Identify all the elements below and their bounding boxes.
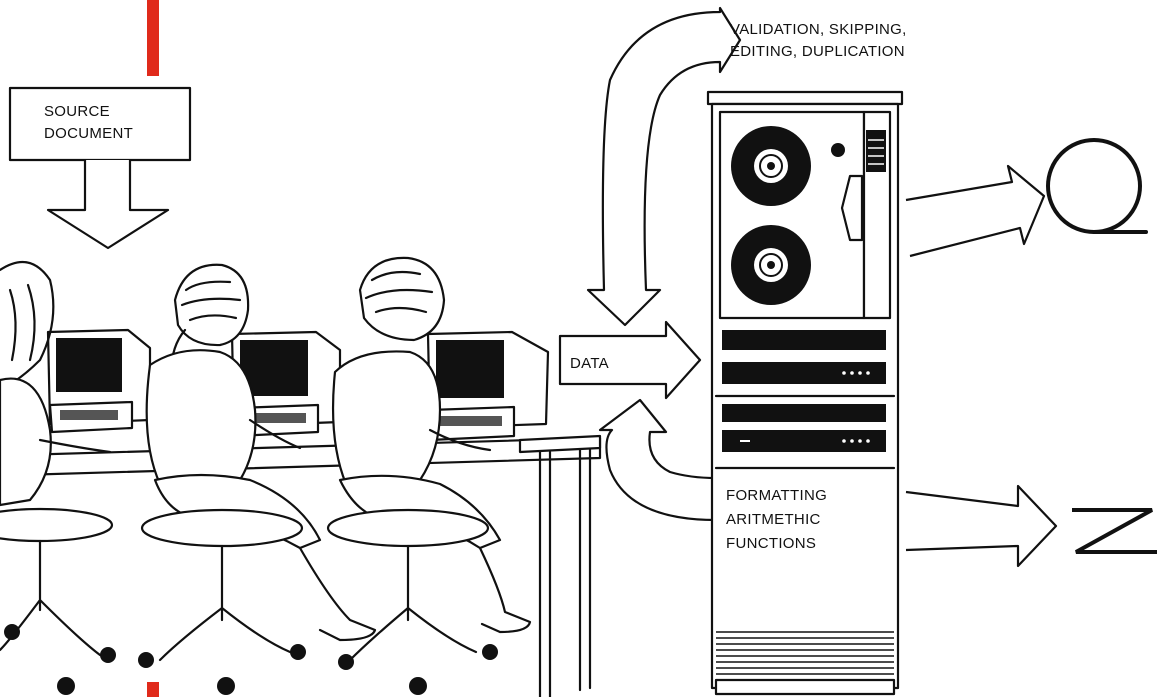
tape-reel-output-icon	[1048, 140, 1146, 232]
data-label: DATA	[570, 355, 609, 372]
source-document-label-2: DOCUMENT	[44, 125, 133, 142]
output-arrow-tape	[906, 166, 1044, 256]
validation-label-1: VALIDATION, SKIPPING,	[730, 21, 907, 38]
formatting-label-3: FUNCTIONS	[726, 535, 816, 552]
operator-3	[328, 258, 530, 695]
operator-1	[0, 262, 116, 695]
operators-workstations	[0, 258, 600, 697]
red-accent-line-bottom	[147, 682, 159, 697]
tape-reel-lower	[731, 225, 811, 305]
formatting-return-arrow	[600, 400, 716, 520]
formatting-label-2: ARITMETHIC	[726, 511, 821, 528]
source-document-label-1: SOURCE	[44, 103, 110, 120]
formatting-label-1: FORMATTING	[726, 487, 827, 504]
source-document-callout: SOURCE DOCUMENT	[10, 88, 190, 248]
communication-line-output-icon	[1072, 510, 1157, 552]
validation-label-2: EDITING, DUPLICATION	[730, 43, 905, 60]
terminal-1	[48, 330, 150, 432]
tape-reel-upper	[731, 126, 811, 206]
output-arrow-line	[906, 486, 1056, 566]
computer-cabinet: FORMATTING ARITMETHIC FUNCTIONS	[708, 92, 902, 694]
red-accent-line-top	[147, 0, 159, 76]
data-arrow: DATA	[560, 322, 700, 398]
